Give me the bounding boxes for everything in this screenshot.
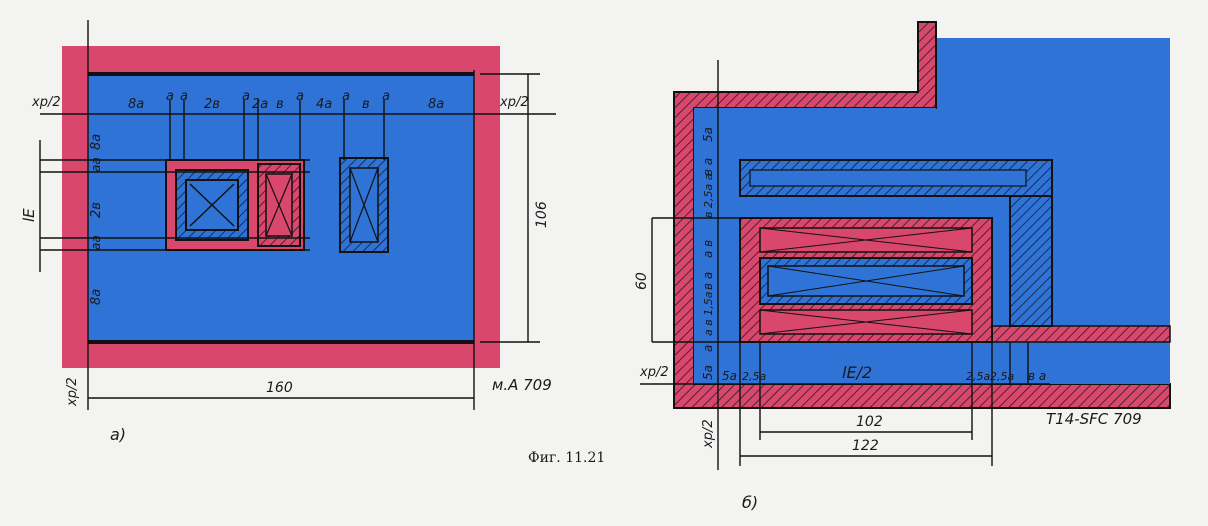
- panel-b-code: T14-SFC 709: [1046, 410, 1142, 428]
- panel-a-width: 160: [266, 380, 293, 396]
- panel-b-xp-left: xp/2: [639, 365, 669, 380]
- svg-text:в a: в a: [1028, 369, 1046, 383]
- panel-a-xp-bottom: xp/2: [65, 377, 80, 407]
- svg-text:в: в: [276, 97, 284, 112]
- svg-text:aa: aa: [89, 157, 103, 172]
- svg-text:a в 1,5a: a в 1,5a: [702, 291, 715, 336]
- svg-text:2в: 2в: [89, 202, 104, 218]
- panel-b-xp-bottom: xp/2: [701, 419, 716, 449]
- svg-text:2a: 2a: [252, 97, 268, 112]
- svg-text:2,5a: 2,5a: [990, 370, 1014, 383]
- panel-b-width-102: 102: [856, 414, 883, 430]
- svg-text:a: a: [342, 89, 350, 104]
- svg-text:5a: 5a: [701, 365, 715, 380]
- svg-text:в a: в a: [701, 158, 715, 176]
- panel-b: 5a в a в 2,5a a a в в a a в 1,5a a 5a 5a…: [634, 21, 1171, 512]
- svg-text:в a: в a: [701, 272, 715, 290]
- panel-b-le-half: lE/2: [842, 363, 872, 382]
- svg-text:5a: 5a: [701, 127, 715, 142]
- panel-a-code: м.А 709: [492, 376, 552, 394]
- svg-text:a: a: [701, 345, 715, 352]
- svg-text:a: a: [382, 89, 390, 104]
- svg-text:8a: 8a: [89, 289, 104, 305]
- svg-text:aa: aa: [89, 235, 103, 250]
- panel-a-label: a): [110, 425, 126, 444]
- svg-text:2в: 2в: [204, 97, 220, 112]
- svg-text:в 2,5a a: в 2,5a a: [702, 173, 715, 218]
- panel-a: 8a a a 2в a 2a в a 4a a в a 8a 8a aa 2в …: [20, 20, 556, 444]
- svg-text:8a: 8a: [428, 97, 444, 112]
- svg-text:5a: 5a: [722, 369, 737, 383]
- panel-b-label: б): [742, 493, 758, 512]
- svg-text:в: в: [362, 97, 370, 112]
- panel-b-width-122: 122: [852, 438, 879, 454]
- panel-a-le: lE: [20, 208, 38, 222]
- panel-a-xp-left: xp/2: [31, 95, 61, 110]
- figure-caption: Фиг. 11.21: [528, 450, 605, 466]
- panel-a-top-label: 8a: [128, 97, 144, 112]
- panel-b-height-60: 60: [634, 272, 650, 290]
- panel-a-xp-right: xp/2: [499, 95, 529, 110]
- svg-text:2,5a: 2,5a: [742, 370, 766, 383]
- svg-text:a в: a в: [701, 240, 715, 258]
- svg-text:a: a: [166, 89, 174, 104]
- svg-text:a: a: [242, 89, 250, 104]
- svg-text:8a: 8a: [89, 134, 104, 150]
- svg-text:4a: 4a: [316, 97, 332, 112]
- svg-text:a: a: [296, 89, 304, 104]
- svg-text:a: a: [180, 89, 188, 104]
- svg-text:2,5a: 2,5a: [966, 370, 990, 383]
- panel-a-height: 106: [534, 201, 550, 228]
